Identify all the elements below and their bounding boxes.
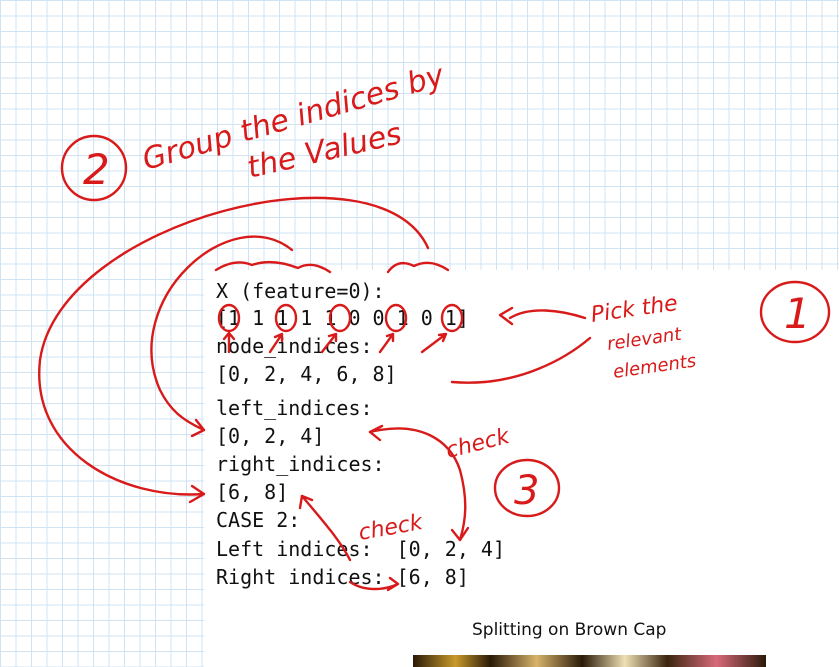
step1-note-line1: Pick the (589, 291, 679, 328)
group-brace-left (214, 260, 332, 274)
check-arrowhead-1b (450, 526, 470, 542)
check-arrow-3 (348, 576, 400, 592)
selected-value-circle (274, 303, 298, 333)
group-arrow-left (150, 235, 294, 432)
code-line-x-label: X (feature=0): (216, 279, 385, 303)
check-arrow-1 (368, 427, 467, 542)
step3-circle (493, 458, 561, 518)
code-line-node-values: [0, 2, 4, 6, 8] (216, 362, 397, 386)
group-arrowhead-right (188, 484, 206, 504)
check-label-2: check (357, 510, 426, 546)
index-arrow (222, 331, 236, 354)
step1-note-line3: elements (612, 351, 698, 383)
step2-number: 2 (83, 145, 110, 194)
code-output-panel (204, 270, 839, 667)
figure-caption: Splitting on Brown Cap (472, 620, 667, 640)
step1-number: 1 (784, 289, 811, 338)
index-arrow (378, 332, 395, 354)
pick-arrow-tail (450, 336, 592, 384)
check-arrowhead-1a (368, 424, 384, 442)
code-line-node-label: node_indices: (216, 334, 373, 358)
index-arrow (268, 332, 284, 354)
code-line-right-values: [6, 8] (216, 480, 289, 504)
code-line-x-values: [1 1 1 1 1 0 0 1 0 1] (216, 306, 469, 330)
index-arrow (420, 332, 448, 354)
step1-circle (759, 280, 831, 344)
group-arrowhead-left (190, 418, 206, 438)
selected-value-circle (328, 303, 352, 333)
code-line-case-right: Right indices: [6, 8] (216, 565, 469, 589)
code-line-left-label: left_indices: (216, 396, 373, 420)
step2-circle (60, 134, 128, 202)
code-line-right-label: right_indices: (216, 452, 385, 476)
pick-arrowhead (498, 306, 514, 326)
index-arrow (320, 332, 338, 354)
code-line-case-label: CASE 2: (216, 508, 301, 532)
step1-note-line2: relevant (606, 324, 684, 355)
group-arrow-right (38, 196, 430, 496)
check-arrow-2 (300, 494, 352, 562)
mushroom-thumbnail (413, 655, 766, 667)
code-line-left-values: [0, 2, 4] (216, 424, 325, 448)
pick-arrow-head (508, 309, 587, 320)
selected-value-circle (384, 303, 408, 333)
group-brace-right (386, 261, 450, 274)
selected-value-circle (217, 303, 241, 333)
selected-value-circle (440, 303, 464, 333)
check-arrowhead-2 (298, 494, 314, 510)
step3-number: 3 (514, 468, 539, 514)
code-line-case-left: Left indices: [0, 2, 4] (216, 537, 505, 561)
